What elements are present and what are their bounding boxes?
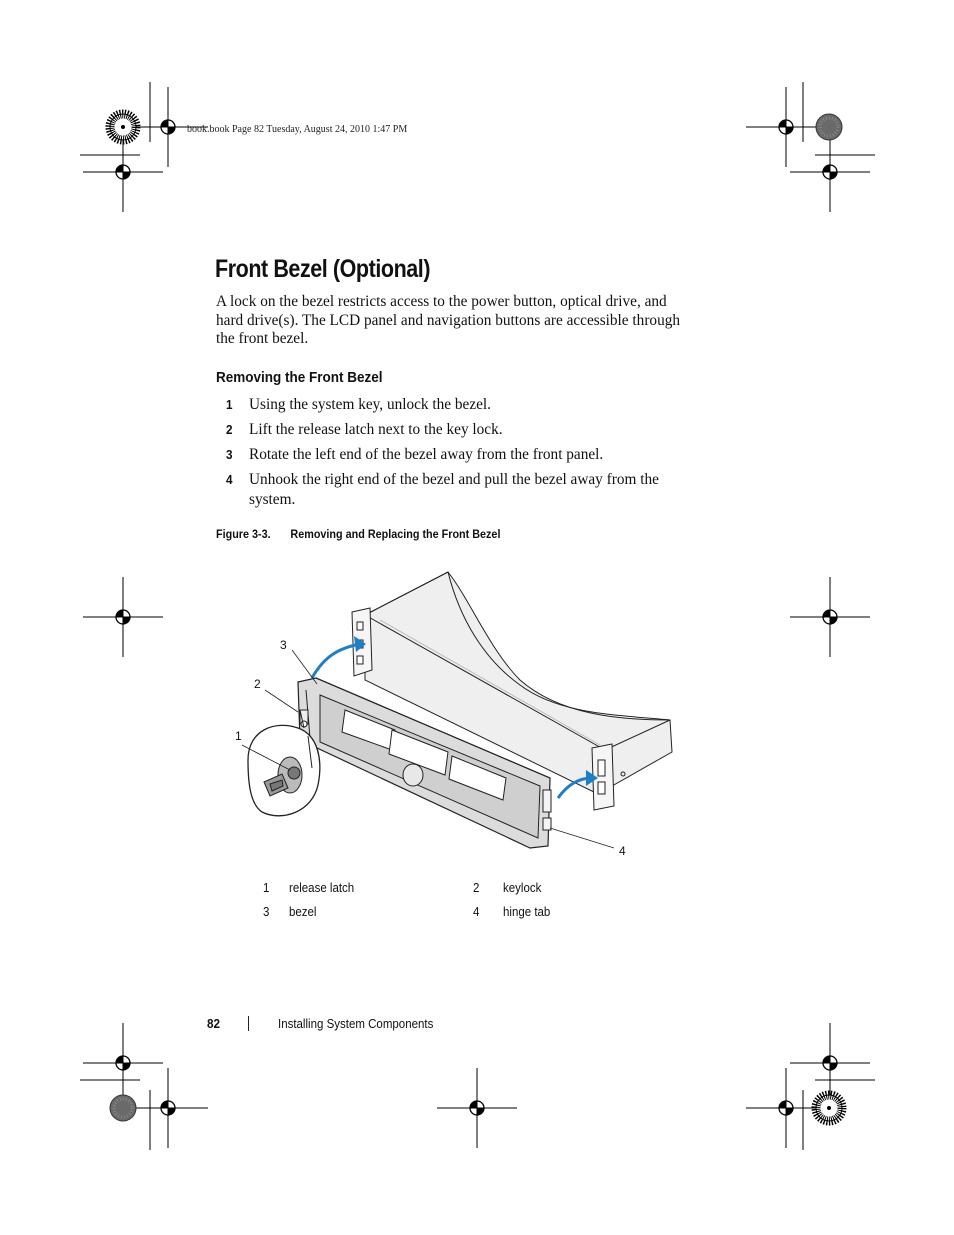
intro-paragraph: A lock on the bezel restricts access to … [216,293,681,348]
print-info-header: book.book Page 82 Tuesday, August 24, 20… [187,124,408,135]
step-number: 4 [226,472,233,487]
step-item: 2 Lift the release latch next to the key… [226,420,686,440]
bezel-illustration: 3 2 1 4 [235,571,673,858]
keylock-detail [247,709,321,817]
step-item: 1 Using the system key, unlock the bezel… [226,395,686,415]
rotate-arrow [310,642,361,679]
figure-caption: Figure 3-3. Removing and Replacing the Fr… [216,527,500,541]
legend-number: 4 [473,905,480,919]
callout-3: 3 [280,638,287,652]
footer-divider [248,1016,249,1031]
legend-number: 2 [473,881,480,895]
page-title: Front Bezel (Optional) [215,255,431,283]
step-number: 2 [226,422,233,437]
step-number: 3 [226,447,233,462]
figure-label: Figure 3-3. [216,527,271,541]
step-text: Lift the release latch next to the key l… [249,421,503,438]
figure-title: Removing and Replacing the Front Bezel [290,527,501,541]
footer-section-name: Installing System Components [278,1017,434,1031]
legend-label: keylock [503,881,542,895]
front-bezel [297,677,552,849]
callout-4: 4 [619,844,626,858]
step-item: 3 Rotate the left end of the bezel away … [226,445,686,465]
legend-label: bezel [289,905,317,919]
step-text: Using the system key, unlock the bezel. [249,396,492,413]
callout-1: 1 [235,729,242,743]
legend-number: 1 [263,881,270,895]
legend-label: release latch [289,881,355,895]
section-heading: Removing the Front Bezel [216,369,383,386]
rotate-arrowhead [354,636,366,652]
legend-label: hinge tab [503,905,551,919]
step-item: 4 Unhook the right end of the bezel and … [226,470,686,509]
callout-2: 2 [254,677,261,691]
legend-number: 3 [263,905,270,919]
step-text: Unhook the right end of the bezel and pu… [249,471,659,508]
step-number: 1 [226,397,233,412]
server-chassis [351,571,673,811]
hinge-arrowhead [586,770,598,786]
page-number: 82 [207,1016,221,1031]
step-text: Rotate the left end of the bezel away fr… [249,446,604,463]
